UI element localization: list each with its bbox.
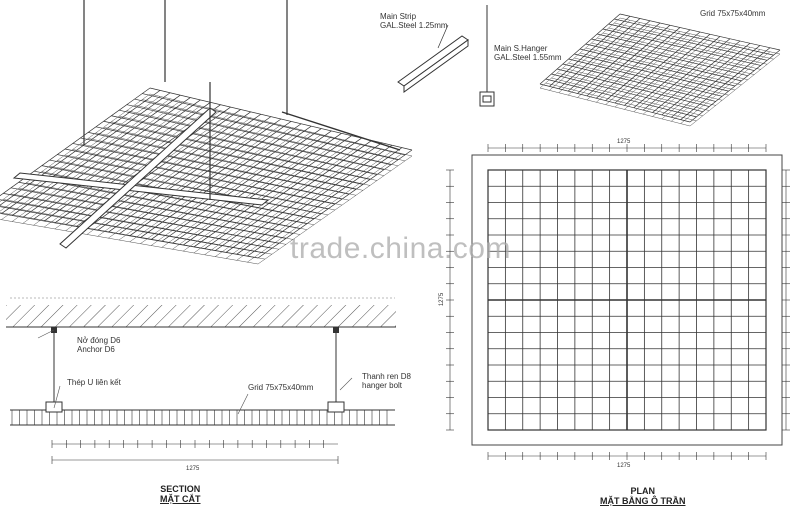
grid-module-detail bbox=[539, 13, 781, 127]
plan-dimension-ticks bbox=[446, 144, 790, 460]
plan-grid-lines bbox=[487, 169, 767, 431]
concrete-slab bbox=[6, 305, 396, 327]
main-strip-label: Main Strip GAL.Steel 1.25mm bbox=[380, 12, 448, 30]
plan-title: PLAN MẶT BẰNG Ô TRẦN bbox=[600, 486, 686, 506]
watermark: trade.china.com bbox=[290, 232, 511, 265]
section-view bbox=[6, 297, 396, 464]
anchor-right bbox=[333, 327, 339, 333]
plan-bottom-dimension: 1275 bbox=[617, 463, 631, 469]
plan-height-dimension: 1275 bbox=[439, 292, 446, 307]
main-hanger-label: Main S.Hanger GAL.Steel 1.55mm bbox=[494, 44, 562, 62]
u-channel-label: Thép U liên kết bbox=[67, 378, 121, 387]
section-width-dimension: 1275 bbox=[186, 466, 200, 472]
section-dimension-line bbox=[51, 440, 339, 464]
hanger-bolt-label: Thanh ren D8 hanger bolt bbox=[362, 372, 411, 390]
grid-size-label: Grid 75x75x40mm bbox=[700, 9, 766, 18]
section-grid-label: Grid 75x75x40mm bbox=[248, 383, 314, 392]
plan-view bbox=[446, 144, 790, 460]
main-hanger-detail bbox=[479, 5, 495, 107]
isometric-ceiling-grid bbox=[0, 0, 413, 265]
plan-width-dimension: 1275 bbox=[617, 139, 631, 145]
section-grid-profile bbox=[10, 401, 395, 426]
main-strip-detail bbox=[397, 24, 469, 93]
anchor-label: Nở đóng D6 Anchor D6 bbox=[77, 336, 121, 354]
section-title: SECTION MẶT CẮT bbox=[160, 484, 201, 504]
